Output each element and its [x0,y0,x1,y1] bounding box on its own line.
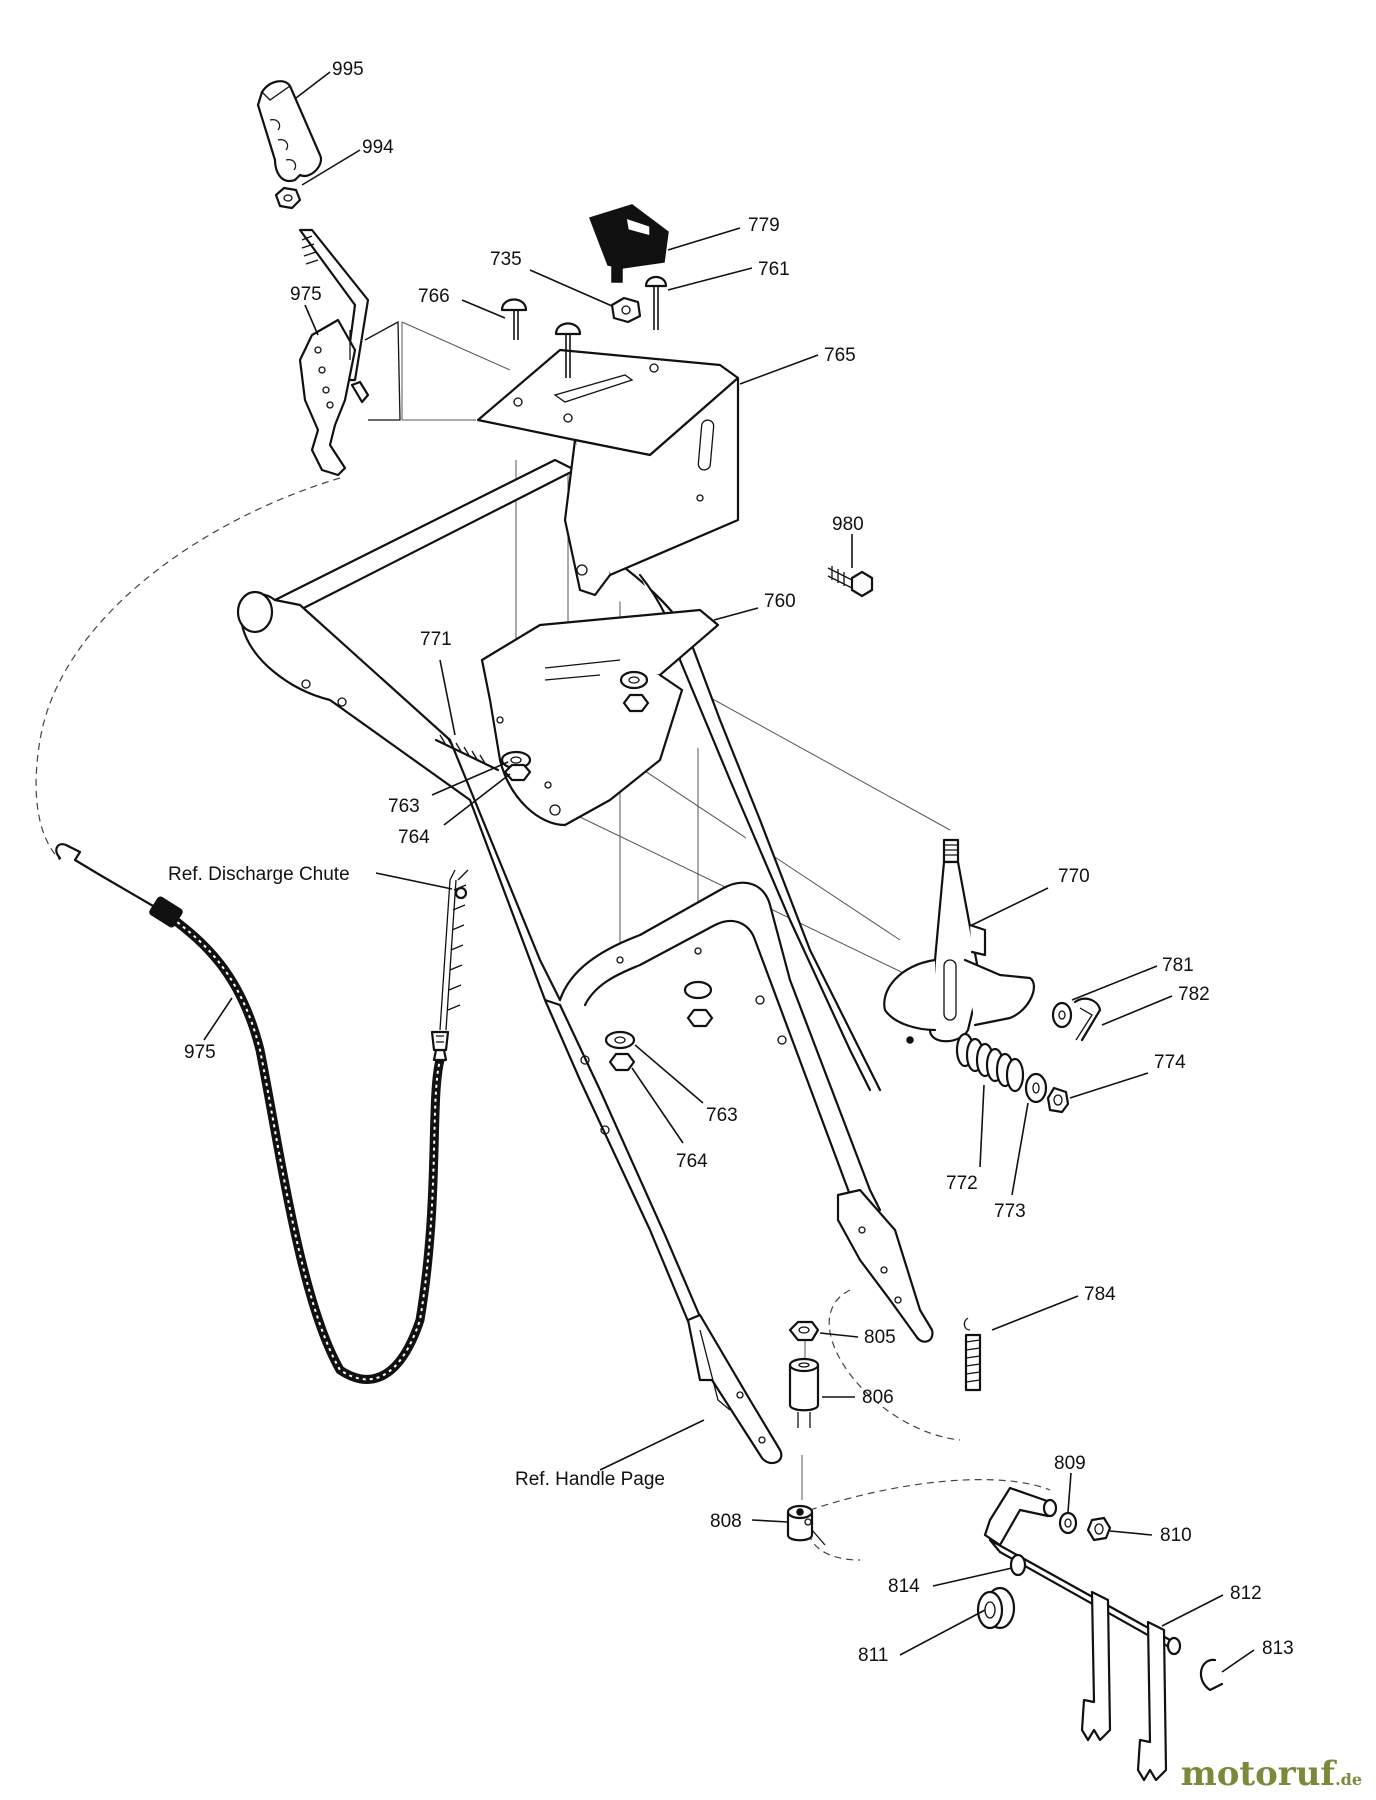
label-980: 980 [832,514,864,535]
nut-764-bottom [608,1052,636,1072]
ferrule-808 [786,1504,826,1546]
washer-773 [1024,1072,1048,1104]
label-766: 766 [418,286,450,307]
cable-routing-dashed-top [35,477,341,861]
watermark-name: motoruf [1180,1754,1336,1794]
label-806: 806 [862,1387,894,1408]
label-808: 808 [710,1511,742,1532]
hand-grip-995 [256,80,323,183]
nut-764-top [503,763,532,782]
control-lever-975 [298,228,370,477]
bushing-811 [976,1586,1016,1630]
watermark-tld: .de [1335,1770,1362,1789]
label-805: 805 [864,1327,896,1348]
nut-810 [1086,1516,1112,1542]
threaded-rod-771 [434,734,500,772]
label-994: 994 [362,137,394,158]
part-labels: 995 994 975 766 735 779 761 765 980 760 … [168,59,1294,1666]
lower-handle-frame [543,881,882,1352]
watermark-logo: motoruf.de [1181,1754,1362,1794]
carriage-bolt-761 [644,275,668,330]
control-cable-975 [55,843,469,1384]
label-760: 760 [764,591,796,612]
spring-784 [963,1317,982,1392]
label-771: 771 [420,629,452,650]
eclip-813 [1199,1658,1224,1692]
nut-805 [788,1320,820,1342]
cable-routing-dashed-bottom [806,1479,1051,1561]
spring-routing-dashed [828,1289,961,1441]
label-809: 809 [1054,1453,1086,1474]
hex-bolt-980 [827,566,874,598]
shift-knob-779 [589,204,669,283]
washer-right-top [619,670,649,690]
label-761: 761 [758,259,790,280]
label-764-top: 764 [398,827,430,848]
label-735: 735 [490,249,522,270]
label-810: 810 [1160,1525,1192,1546]
right-handle-bracket [836,1188,934,1343]
bushing-814 [1009,1553,1027,1577]
handle-mount-bracket [686,1313,783,1465]
label-772: 772 [946,1173,978,1194]
label-763-bottom: 763 [706,1105,738,1126]
carriage-bolt-center [554,322,582,378]
spacer-806 [788,1357,820,1428]
label-811: 811 [858,1645,888,1666]
washer-right-bottom [683,980,713,1000]
nut-right-bottom [686,1008,714,1028]
label-975-cable: 975 [184,1042,216,1063]
washer-763-bottom [604,1030,636,1050]
washer-809 [1058,1511,1078,1535]
label-813: 813 [1262,1638,1294,1659]
label-995: 995 [332,59,364,80]
nut-774 [1046,1086,1070,1114]
nut-994 [274,186,302,210]
label-779: 779 [748,215,780,236]
label-782: 782 [1178,984,1210,1005]
spring-772 [955,1032,1025,1093]
label-763-top: 763 [388,796,420,817]
label-ref-discharge-chute: Ref. Discharge Chute [168,864,350,885]
label-975-lever: 975 [290,284,322,305]
label-781: 781 [1162,955,1194,976]
shift-console-765 [476,348,740,597]
label-770: 770 [1058,866,1090,887]
shift-rod-812 [983,1486,1182,1782]
label-764-bottom: 764 [676,1151,708,1172]
label-765: 765 [824,345,856,366]
lever-guide-outline [364,320,401,421]
label-784: 784 [1084,1284,1116,1305]
label-814: 814 [888,1576,920,1597]
label-ref-handle-page: Ref. Handle Page [515,1469,665,1490]
nut-right-top [622,693,650,713]
hex-nut-735 [610,296,642,324]
shift-lever-770 [883,838,1036,1044]
hairpin-782 [1073,997,1102,1042]
label-773: 773 [994,1201,1026,1222]
leader-lines [203,71,1255,1673]
carriage-bolt-766 [500,298,528,340]
washer-781 [1051,1001,1073,1029]
label-812: 812 [1230,1583,1262,1604]
label-774: 774 [1154,1052,1186,1073]
